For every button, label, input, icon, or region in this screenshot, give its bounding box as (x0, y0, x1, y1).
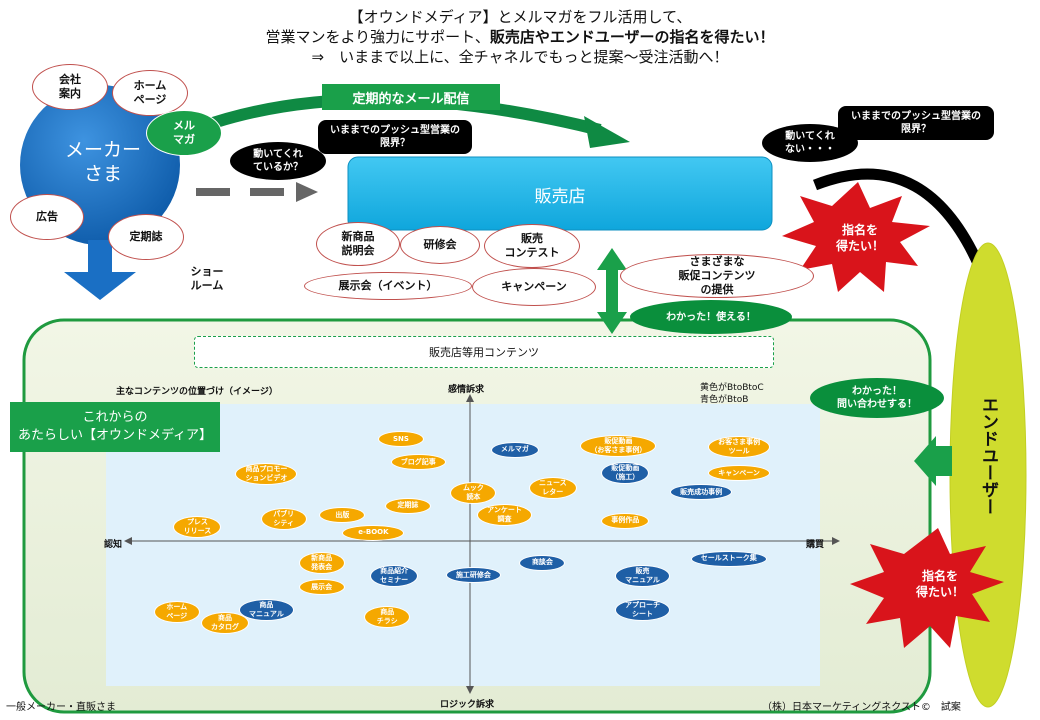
axis-top-label: 感情訴求 (448, 385, 485, 395)
double-arrow-shaft (606, 268, 618, 314)
chart-background (106, 404, 820, 686)
header-line-3: ⇒ いままで以上に、全チャネルでもっと提案～受注活動へ！ (311, 48, 729, 66)
channel-homepage: ホーム ページ (112, 70, 188, 116)
dealer-label: 販売店 (534, 187, 586, 207)
chart-y-arrow-up (466, 394, 474, 402)
footer-left: 一般メーカー・直販さま (6, 702, 116, 713)
event-seminar: 研修会 (400, 226, 480, 264)
axis-left-label: 認知 (104, 540, 123, 550)
header-line-2: 営業マンをより強力にサポート、販売店やエンドユーザーの指名を得たい！ (0, 28, 1040, 47)
event-campaign: キャンペーン (472, 268, 596, 306)
owned-media-label: これからの あたらしい【オウンドメディア】 (10, 402, 220, 452)
maker-down-arrow (64, 240, 136, 300)
enduser-inquire: わかった！ 問い合わせする！ (810, 378, 944, 418)
axis-right-label: 購買 (806, 540, 825, 550)
push-limit-right: いままでのプッシュ型営業の 限界？ (838, 106, 994, 140)
legend-yellow: 黄色がBtoBtoC (700, 383, 764, 393)
nominate-bottom-label: 指名を 得たい！ (915, 569, 964, 599)
double-arrow-top (597, 248, 627, 270)
enduser-left-arrow-shaft (930, 446, 952, 476)
event-new-product: 新商品 説明会 (316, 222, 400, 266)
event-promo-contents: さまざまな 販促コンテンツ の提供 (620, 254, 814, 298)
header-line-2-b: 販売店やエンドユーザーの指名を得たい！ (489, 28, 775, 46)
dash-arrow-head (296, 182, 318, 202)
burst-bottom (850, 528, 1004, 648)
header-line-1: 【オウンドメディア】とメルマガをフル活用して、 (348, 8, 692, 26)
mail-curve-arrow-head (584, 116, 630, 148)
nominate-top-label: 指名を 得たい！ (835, 223, 884, 253)
event-exhibition: 展示会（イベント） (304, 272, 472, 300)
axis-bottom-label: ロジック訴求 (440, 700, 495, 710)
dash-2 (250, 188, 284, 196)
enduser-label: エンドユーザー (978, 396, 998, 515)
dealer-working-question: 動いてくれ ているか？ (230, 142, 326, 180)
event-contest: 販売 コンテスト (484, 224, 580, 268)
chart-x-arrow-right (832, 537, 840, 545)
footer-right: （株）日本マーケティングネクスト© 試案 (762, 702, 961, 713)
dash-1 (196, 188, 230, 196)
channel-company: 会社 案内 (32, 64, 108, 110)
chart-x-arrow-left (124, 537, 132, 545)
legend-blue: 青色がBtoB (700, 395, 749, 405)
dealer-understood: わかった！使える！ (630, 300, 792, 334)
header-line-2-a: 営業マンをより強力にサポート、 (265, 28, 490, 46)
chart-y-arrow-down (466, 686, 474, 694)
burst-top (782, 182, 930, 292)
double-arrow-bottom (597, 312, 627, 334)
dealer-contents-box: 販売店等用コンテンツ (194, 336, 774, 368)
channel-melmaga: メル マガ (146, 110, 222, 156)
channel-showroom: ショー ルーム (168, 256, 246, 302)
enduser-curve-arrow (812, 168, 991, 283)
maker-label: メーカー さま (64, 139, 141, 185)
channel-periodical: 定期誌 (108, 214, 184, 260)
mail-banner: 定期的なメール配信 (322, 84, 500, 110)
chart-title: 主なコンテンツの位置づけ（イメージ） (116, 387, 278, 397)
channel-ad: 広告 (10, 194, 84, 240)
push-limit-left: いままでのプッシュ型営業の 限界？ (318, 120, 472, 154)
enduser-not-working: 動いてくれ ない・・・ (762, 124, 858, 162)
